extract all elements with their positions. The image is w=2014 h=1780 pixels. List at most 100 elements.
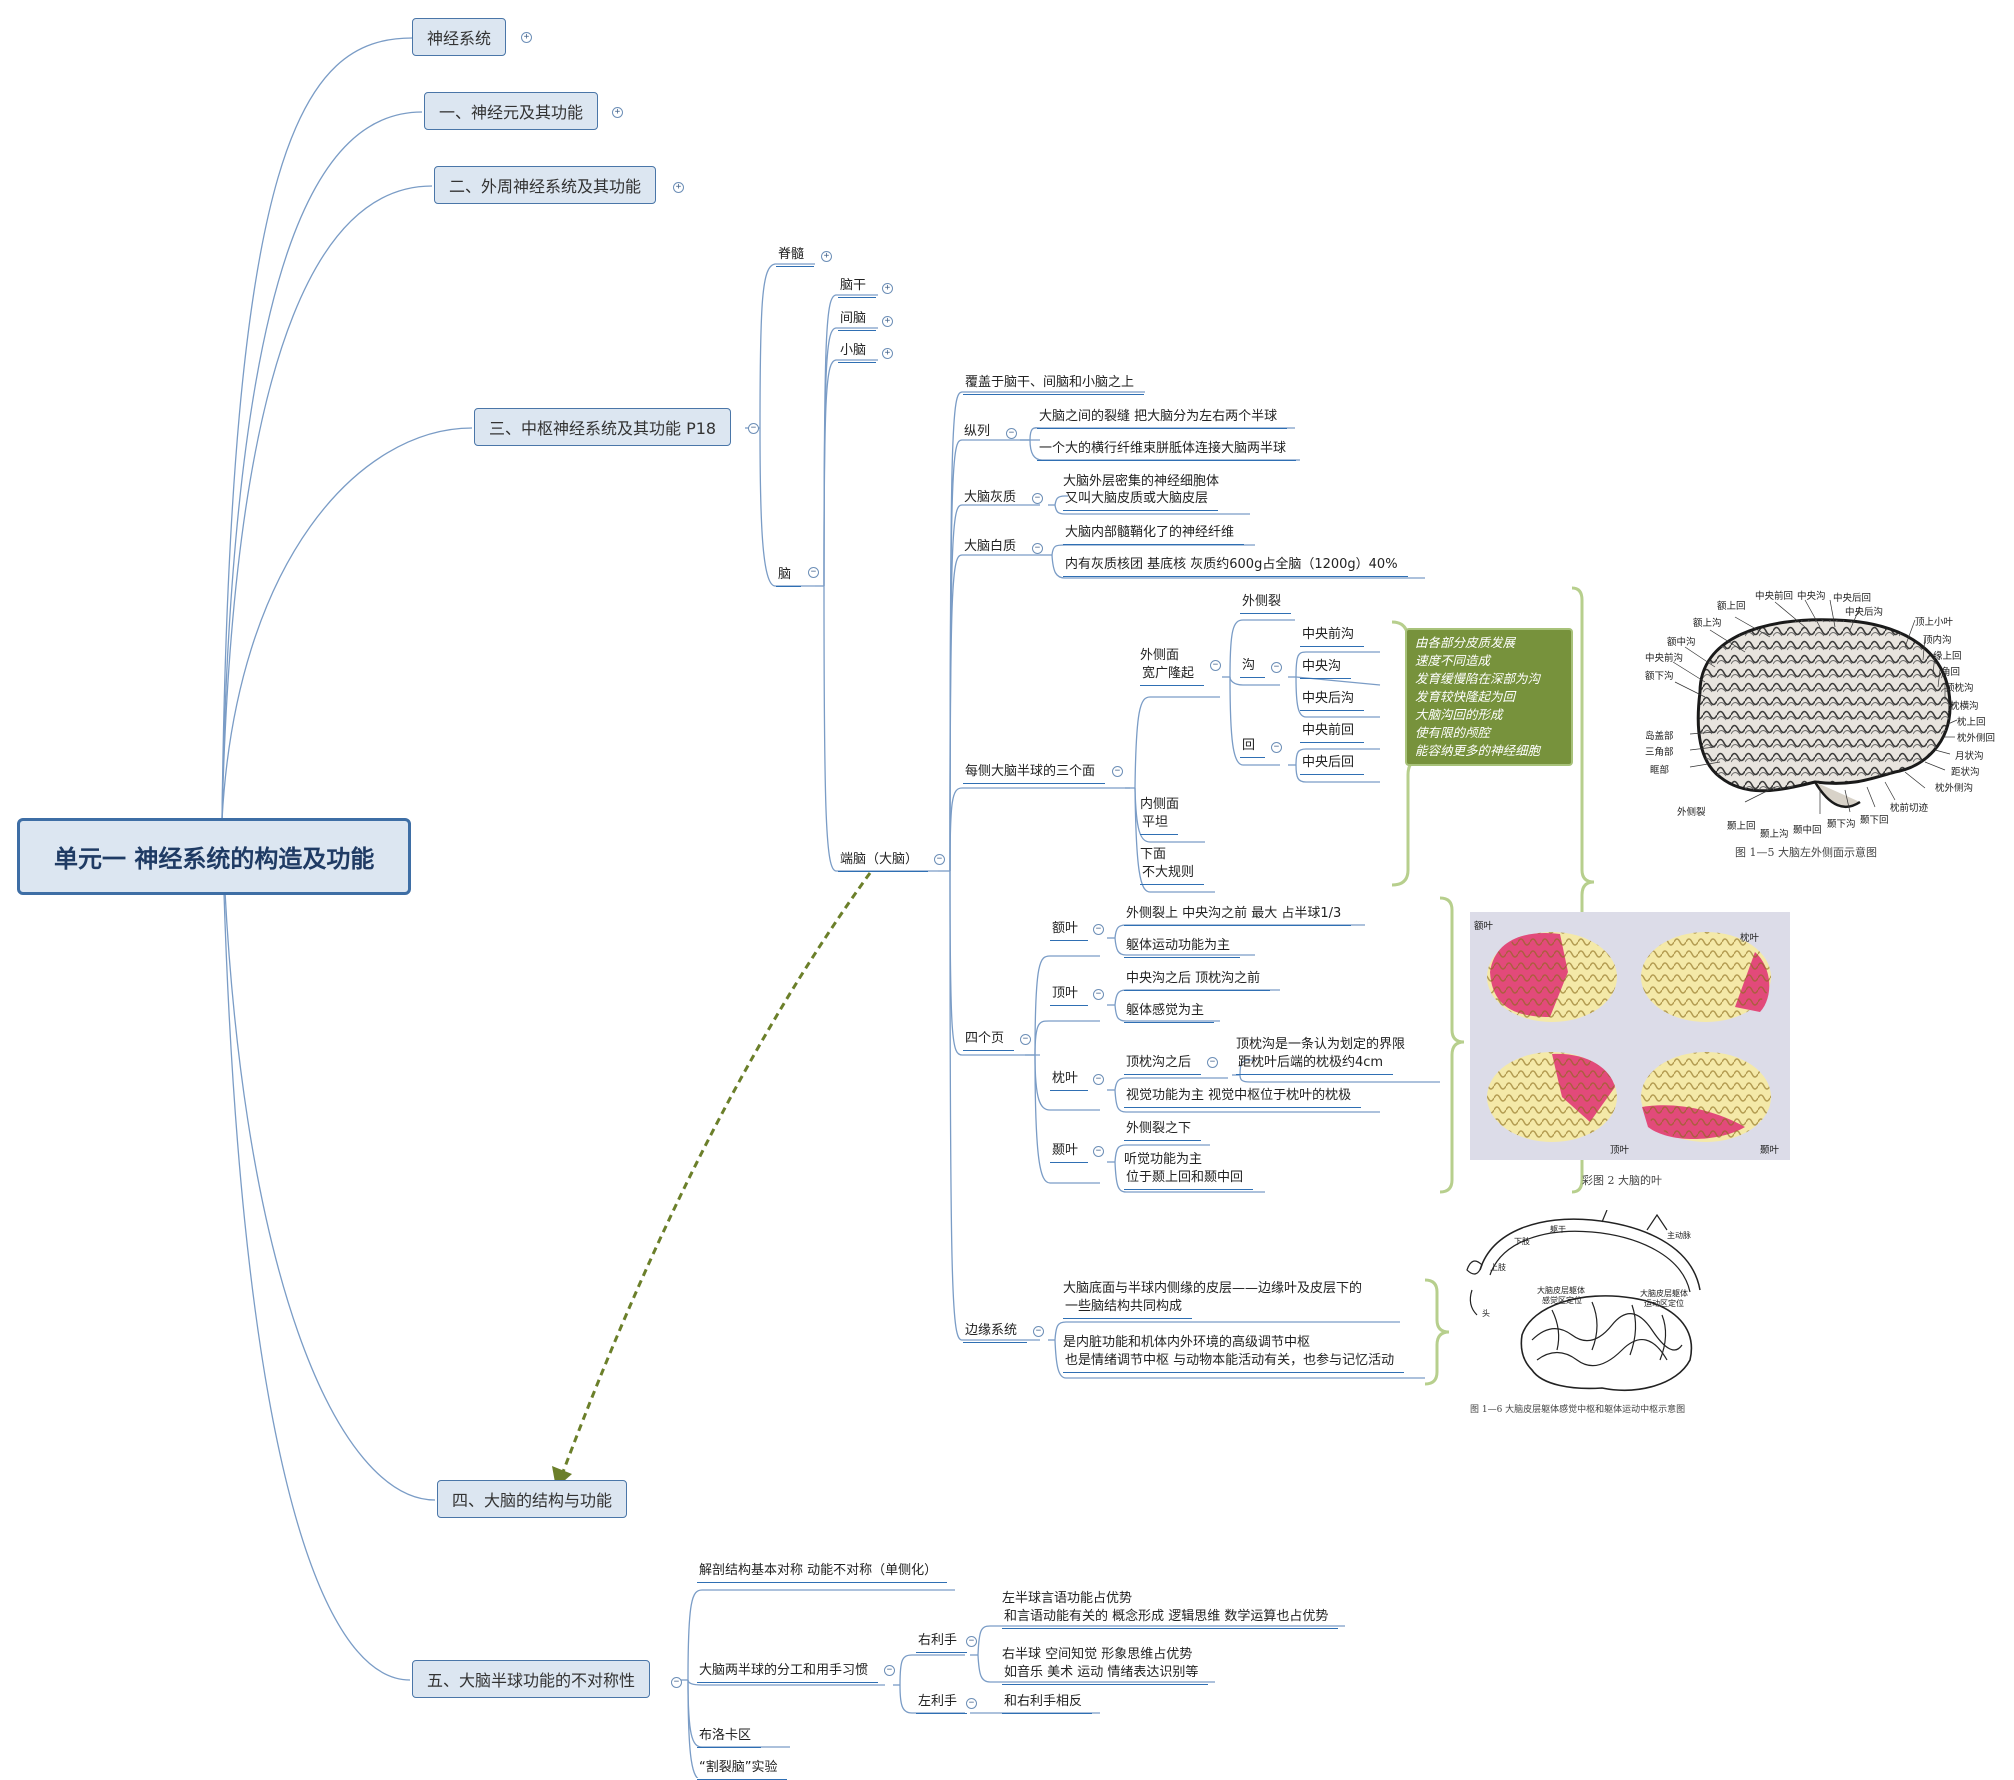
node-gyrus[interactable]: 回 <box>1240 737 1266 758</box>
node-cerebellum[interactable]: 小脑 <box>838 342 877 363</box>
node-lateral-face[interactable]: 外侧面 <box>1140 648 1180 663</box>
node-right-item[interactable]: 和言语动能有关的 概念形成 逻辑思维 数学运算也占优势 <box>1002 1608 1339 1629</box>
collapse-toggle[interactable]: − <box>1020 1034 1031 1045</box>
expand-toggle[interactable]: + <box>612 107 623 118</box>
collapse-toggle[interactable]: − <box>1093 989 1104 1000</box>
collapse-toggle[interactable]: − <box>1207 1057 1218 1068</box>
node-right-item[interactable]: 如音乐 美术 运动 情绪表达识别等 <box>1002 1664 1209 1685</box>
figure-lobes: 额叶 枕叶 顶叶 颞叶 彩图 2 大脑的叶 <box>1470 912 1800 1192</box>
collapse-toggle[interactable]: − <box>1032 543 1043 554</box>
expand-toggle[interactable]: + <box>882 316 893 327</box>
node-cerebrum[interactable]: 端脑（大脑） <box>838 851 929 872</box>
node-right-item[interactable]: 右半球 空间知觉 形象思维占优势 <box>1002 1647 1193 1662</box>
node-limbic-system[interactable]: 边缘系统 <box>963 1322 1028 1343</box>
topic-asymmetry[interactable]: 五、大脑半球功能的不对称性 <box>412 1660 651 1698</box>
node-three-faces[interactable]: 每侧大脑半球的三个面 <box>963 763 1106 784</box>
node-frontal-item[interactable]: 外侧裂上 中央沟之前 最大 占半球1/3 <box>1124 905 1352 926</box>
node-gray-matter[interactable]: 大脑灰质 <box>964 490 1017 505</box>
node-fissure[interactable]: 纵列 <box>964 424 991 439</box>
node-four-lobes[interactable]: 四个页 <box>963 1030 1015 1051</box>
node-gyrus-item[interactable]: 中央前回 <box>1300 722 1365 743</box>
node-left-handed[interactable]: 左利手 <box>916 1693 968 1714</box>
node-gray-item[interactable]: 又叫大脑皮质或大脑皮层 <box>1063 490 1219 511</box>
collapse-toggle[interactable]: − <box>808 567 819 578</box>
node-occipital-lobe[interactable]: 枕叶 <box>1050 1070 1089 1091</box>
expand-toggle[interactable]: + <box>882 283 893 294</box>
node-gyrus-item[interactable]: 中央后回 <box>1300 754 1365 775</box>
collapse-toggle[interactable]: − <box>966 1636 977 1647</box>
collapse-toggle[interactable]: − <box>1093 1146 1104 1157</box>
topic-peripheral[interactable]: 二、外周神经系统及其功能 <box>434 166 657 204</box>
collapse-toggle[interactable]: − <box>748 423 759 434</box>
node-occipital-sub[interactable]: 顶枕沟之后 <box>1124 1054 1202 1075</box>
node-limbic-item[interactable]: 一些脑结构共同构成 <box>1063 1298 1193 1319</box>
node-brain[interactable]: 脑 <box>776 566 802 587</box>
node-temporal-item[interactable]: 外侧裂之下 <box>1124 1120 1202 1141</box>
node-sulcus[interactable]: 沟 <box>1240 657 1266 678</box>
node-right-item[interactable]: 左半球言语功能占优势 <box>1002 1591 1133 1606</box>
node-occipital-sub-item[interactable]: 顶枕沟是一条认为划定的界限 <box>1236 1037 1406 1052</box>
root-topic[interactable]: 单元一 神经系统的构造及功能 <box>17 818 412 895</box>
collapse-toggle[interactable]: − <box>1210 660 1221 671</box>
node-spinal-cord[interactable]: 脊髓 <box>776 246 815 267</box>
callout-note[interactable]: 由各部分皮质发展 速度不同造成 发育缓慢陷在深部为沟 发育较快隆起为回 大脑沟回… <box>1405 628 1573 766</box>
node-occipital-item[interactable]: 视觉功能为主 视觉中枢位于枕叶的枕极 <box>1124 1087 1362 1108</box>
collapse-toggle[interactable]: − <box>1093 1074 1104 1085</box>
node-left-item[interactable]: 和右利手相反 <box>1002 1693 1093 1714</box>
node-temporal-lobe[interactable]: 颞叶 <box>1050 1142 1089 1163</box>
collapse-toggle[interactable]: − <box>1271 742 1282 753</box>
node-limbic-item[interactable]: 是内脏功能和机体内外环境的高级调节中枢 <box>1063 1335 1311 1350</box>
topic-nervous-system[interactable]: 神经系统 <box>412 18 507 56</box>
collapse-toggle[interactable]: − <box>1271 662 1282 673</box>
node-parietal-lobe[interactable]: 顶叶 <box>1050 985 1089 1006</box>
collapse-toggle[interactable]: − <box>966 1698 977 1709</box>
node-gray-item[interactable]: 大脑外层密集的神经细胞体 <box>1063 474 1220 489</box>
topic-cns[interactable]: 三、中枢神经系统及其功能 P18 <box>474 408 732 446</box>
node-medial-face[interactable]: 内侧面 <box>1140 797 1180 812</box>
collapse-toggle[interactable]: − <box>1093 924 1104 935</box>
node-asym-1[interactable]: 解剖结构基本对称 动能不对称（单侧化） <box>697 1562 948 1583</box>
node-limbic-item[interactable]: 大脑底面与半球内侧缘的皮层——边缘叶及皮层下的 <box>1063 1281 1363 1296</box>
node-broca[interactable]: 布洛卡区 <box>697 1727 762 1748</box>
collapse-toggle[interactable]: − <box>884 1665 895 1676</box>
node-white-item[interactable]: 内有灰质核团 基底核 灰质约600g占全脑（1200g）40% <box>1063 556 1408 577</box>
node-fissure-item[interactable]: 一个大的横行纤维束胼胝体连接大脑两半球 <box>1037 440 1297 461</box>
node-sulcus-item[interactable]: 中央前沟 <box>1300 626 1365 647</box>
node-asym-2[interactable]: 大脑两半球的分工和用手习惯 <box>697 1662 879 1683</box>
node-white-item[interactable]: 大脑内部髓鞘化了的神经纤维 <box>1063 524 1245 545</box>
expand-toggle[interactable]: + <box>521 32 532 43</box>
node-limbic-item[interactable]: 也是情绪调节中枢 与动物本能活动有关，也参与记忆活动 <box>1063 1352 1405 1373</box>
node-white-matter[interactable]: 大脑白质 <box>964 539 1017 554</box>
node-lateral-face-desc[interactable]: 宽广隆起 <box>1140 665 1205 686</box>
node-diencephalon[interactable]: 间脑 <box>838 310 877 331</box>
node-sulcus-item[interactable]: 中央后沟 <box>1300 690 1365 711</box>
node-cover[interactable]: 覆盖于脑干、间脑和小脑之上 <box>963 374 1145 395</box>
node-inferior-face-desc[interactable]: 不大规则 <box>1140 864 1205 885</box>
topic-neuron[interactable]: 一、神经元及其功能 <box>424 92 599 130</box>
node-parietal-item[interactable]: 躯体感觉为主 <box>1124 1002 1215 1023</box>
collapse-toggle[interactable]: − <box>1032 493 1043 504</box>
node-inferior-face[interactable]: 下面 <box>1140 847 1167 862</box>
collapse-toggle[interactable]: − <box>671 1677 682 1688</box>
node-parietal-item[interactable]: 中央沟之后 顶枕沟之前 <box>1124 970 1271 991</box>
collapse-toggle[interactable]: − <box>934 854 945 865</box>
topic-cerebrum-structure[interactable]: 四、大脑的结构与功能 <box>437 1480 628 1518</box>
node-medial-face-desc[interactable]: 平坦 <box>1140 814 1179 835</box>
node-frontal-lobe[interactable]: 额叶 <box>1050 920 1089 941</box>
node-sulcus-item[interactable]: 中央沟 <box>1300 658 1352 679</box>
expand-toggle[interactable]: + <box>673 182 684 193</box>
expand-toggle[interactable]: + <box>882 348 893 359</box>
node-brainstem[interactable]: 脑干 <box>838 277 877 298</box>
collapse-toggle[interactable]: − <box>1006 428 1017 439</box>
collapse-toggle[interactable]: − <box>1033 1326 1044 1337</box>
node-frontal-item[interactable]: 躯体运动功能为主 <box>1124 937 1241 958</box>
node-temporal-item[interactable]: 位于颞上回和颞中回 <box>1124 1169 1254 1190</box>
node-lateral-fissure[interactable]: 外侧裂 <box>1240 593 1292 614</box>
expand-toggle[interactable]: + <box>821 251 832 262</box>
node-temporal-item[interactable]: 听觉功能为主 <box>1124 1152 1203 1167</box>
collapse-toggle[interactable]: − <box>1112 766 1123 777</box>
node-split-brain[interactable]: “割裂脑”实验 <box>697 1759 788 1780</box>
node-right-handed[interactable]: 右利手 <box>916 1632 968 1653</box>
node-fissure-item[interactable]: 大脑之间的裂缝 把大脑分为左右两个半球 <box>1037 408 1288 429</box>
node-occipital-sub-item[interactable]: 距枕叶后端的枕极约4cm <box>1236 1054 1394 1075</box>
